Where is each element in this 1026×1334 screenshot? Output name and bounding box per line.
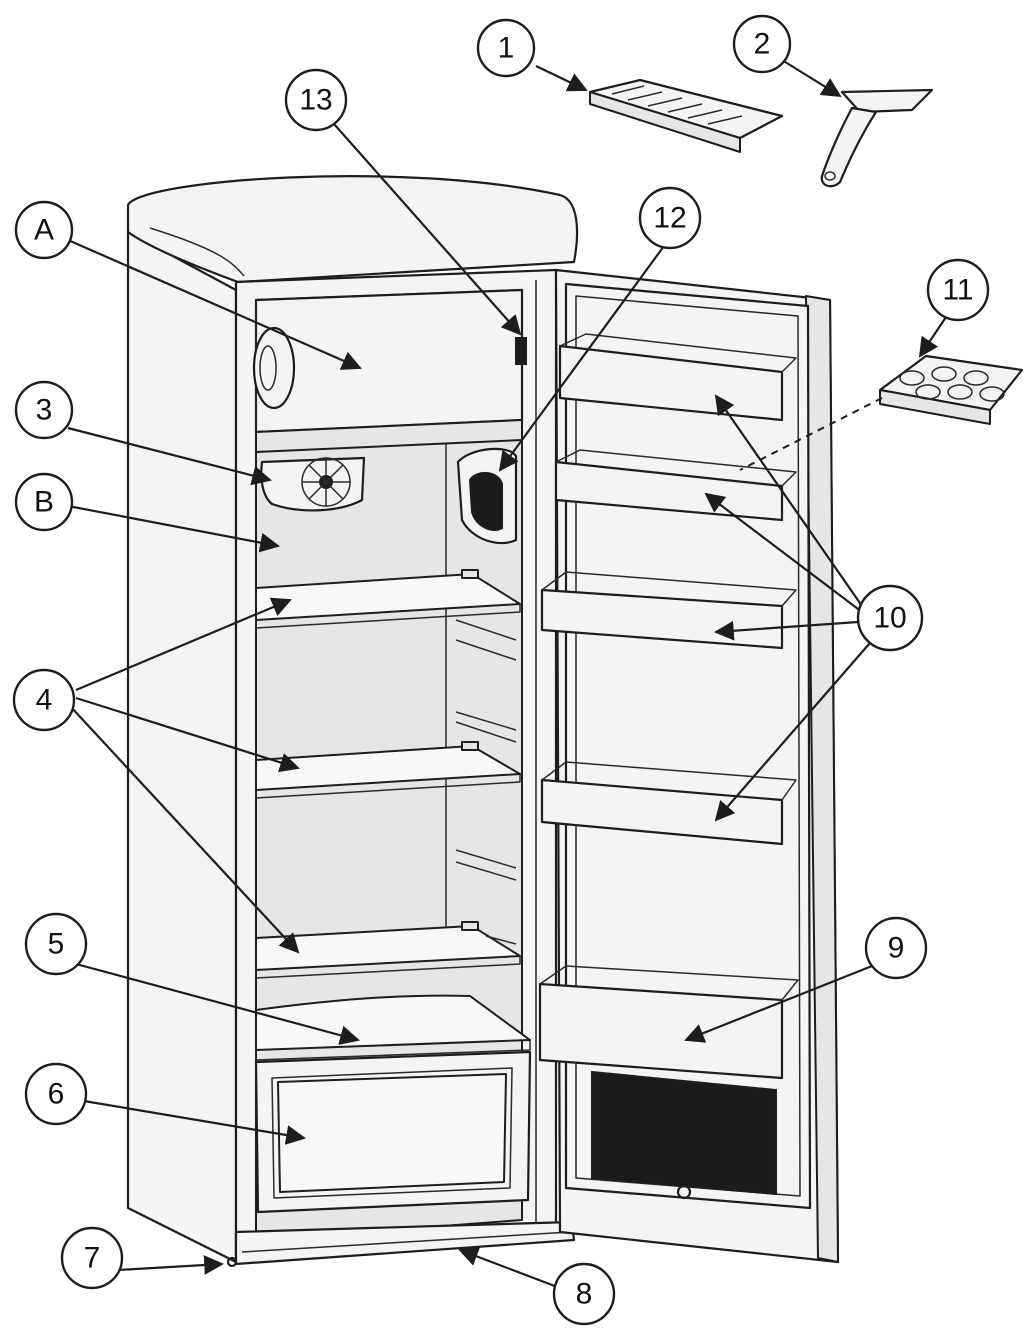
leader-11 <box>918 313 949 358</box>
egg-tray <box>878 354 1024 425</box>
leader-3 <box>67 426 272 486</box>
callout-8: 8 <box>552 1262 616 1326</box>
shelf-rails <box>455 619 517 945</box>
callout-5: 5 <box>24 912 88 976</box>
leader-6 <box>77 1098 306 1145</box>
callout-12: 12 <box>638 186 702 250</box>
leader-10d <box>714 635 877 822</box>
callout-A: A <box>14 200 74 260</box>
callout-label: A <box>34 214 54 247</box>
callout-label: 5 <box>48 928 65 961</box>
callout-label: 13 <box>299 84 332 117</box>
callout-label: 10 <box>873 602 906 635</box>
callout-label: 9 <box>888 932 905 965</box>
vegetable-drawer <box>254 1050 532 1214</box>
callout-label: 2 <box>754 28 771 61</box>
callout-label: B <box>34 486 54 519</box>
callout-2: 2 <box>732 14 792 74</box>
ice-scraper <box>820 88 934 188</box>
callout-10: 10 <box>856 584 924 652</box>
callout-B: B <box>14 472 74 532</box>
leader-2 <box>781 59 842 98</box>
callout-label: 12 <box>653 202 686 235</box>
callout-label: 11 <box>942 274 973 307</box>
leader-lines <box>67 59 949 1290</box>
leader-12 <box>498 245 665 472</box>
bottle-balcony <box>538 965 799 1080</box>
callout-label: 4 <box>36 684 53 717</box>
callout-11: 11 <box>926 258 990 322</box>
leader-8 <box>458 1247 561 1290</box>
callout-label: 7 <box>84 1242 101 1275</box>
callout-label: 1 <box>498 32 515 65</box>
callout-9: 9 <box>864 916 928 980</box>
leader-4a <box>75 597 292 692</box>
leader-10c <box>714 620 859 641</box>
callout-4: 4 <box>12 668 76 732</box>
fan-unit <box>260 456 366 512</box>
leader-11-dashed <box>739 397 883 471</box>
ice-tray <box>588 78 784 153</box>
leader-9 <box>684 964 873 1043</box>
refrigerator-door <box>554 268 840 1264</box>
leader-10a <box>714 394 863 607</box>
leader-5 <box>75 962 360 1045</box>
door-shelf-4 <box>540 761 797 846</box>
shelf-1 <box>255 569 521 629</box>
shelf-3 <box>255 921 521 979</box>
leader-1 <box>535 65 588 92</box>
callout-6: 6 <box>24 1062 88 1126</box>
callout-label: 3 <box>36 394 53 427</box>
shelf-2 <box>255 741 521 799</box>
callout-label: 6 <box>48 1078 65 1111</box>
leader-13 <box>333 123 522 336</box>
leader-10b <box>704 492 863 613</box>
leader-B <box>67 504 280 553</box>
leader-4b <box>75 696 300 773</box>
callout-7: 7 <box>60 1226 124 1290</box>
callout-3: 3 <box>14 380 74 440</box>
leader-7 <box>117 1255 224 1275</box>
leader-A <box>67 238 362 370</box>
crisper-cover <box>255 994 531 1061</box>
leader-4c <box>69 705 300 954</box>
light-housing <box>456 447 518 545</box>
callout-1: 1 <box>476 18 536 78</box>
freezer-compartment <box>252 288 527 453</box>
callout-label: 8 <box>576 1278 593 1311</box>
callout-13: 13 <box>284 68 348 132</box>
